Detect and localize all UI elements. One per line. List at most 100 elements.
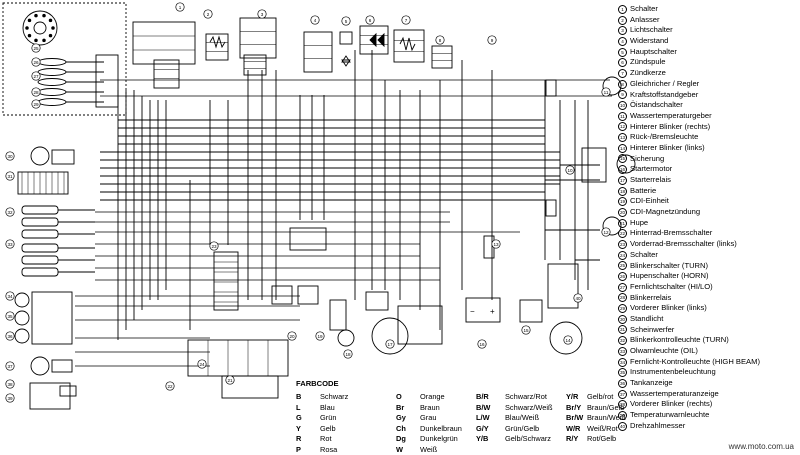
color-name: Grün/Gelb xyxy=(505,424,539,433)
front-turn-lamp xyxy=(31,357,49,375)
brake-switch xyxy=(272,286,292,304)
color-name: Schwarz/Rot xyxy=(505,392,547,401)
callout: 10 xyxy=(566,166,574,174)
callout: 23 xyxy=(210,242,218,250)
main-switch xyxy=(240,18,276,58)
color-code: O xyxy=(396,392,420,403)
legend-label: Vorderer Blinker (rechts) xyxy=(630,399,712,410)
callout: 8 xyxy=(436,36,444,44)
color-code: B/W xyxy=(476,403,505,414)
callout: 37 xyxy=(6,362,14,370)
legend-number: 16 xyxy=(618,165,627,174)
color-name: Weiß/Rot xyxy=(587,424,618,433)
legend-number: 18 xyxy=(618,187,627,196)
callout: 9 xyxy=(488,36,496,44)
callout: 2 xyxy=(204,10,212,18)
spark-plug-cap xyxy=(340,32,352,44)
callout-number: 26 xyxy=(33,60,39,65)
callout-number: 5 xyxy=(345,19,348,24)
legend-label: Startermotor xyxy=(630,164,672,175)
legend-label: Anlasser xyxy=(630,15,660,26)
legend-number: 14 xyxy=(618,144,627,153)
lamp-socket xyxy=(546,200,556,216)
inset-plug xyxy=(96,55,118,107)
inset-connector xyxy=(38,79,66,86)
magneto-coil xyxy=(35,39,38,42)
switch-block xyxy=(133,22,195,64)
magneto-coil xyxy=(49,34,52,37)
cdi-plug xyxy=(366,292,388,310)
magneto-coil xyxy=(49,19,52,22)
starter-bracket xyxy=(548,264,578,308)
color-code: Gy xyxy=(396,413,420,424)
legend-number: 15 xyxy=(618,154,627,163)
legend-number: 7 xyxy=(618,69,627,78)
battery-minus: − xyxy=(470,307,475,316)
legend-number: 26 xyxy=(618,272,627,281)
legend-number: 24 xyxy=(618,251,627,260)
legend-number: 3 xyxy=(618,26,627,35)
legend-label: Hauptschalter xyxy=(630,47,677,58)
callout: 18 xyxy=(344,350,352,358)
callout-number: 8 xyxy=(439,38,442,43)
legend-number: 32 xyxy=(618,336,627,345)
legend-number: 27 xyxy=(618,283,627,292)
cdi-magneto xyxy=(372,318,408,354)
legend-number: 1 xyxy=(618,5,627,14)
legend-label: Zündspule xyxy=(630,57,665,68)
legend-number: 4 xyxy=(618,37,627,46)
legend-number: 9 xyxy=(618,90,627,99)
callout-number: 16 xyxy=(479,342,485,347)
callout-number: 12 xyxy=(603,230,609,235)
callout-number: 27 xyxy=(33,74,39,79)
color-code-title: FARBCODE xyxy=(296,379,339,388)
callout-number: 18 xyxy=(345,352,351,357)
legend-label: Blinkerschalter (TURN) xyxy=(630,261,708,272)
callout-number: 21 xyxy=(227,378,233,383)
legend-number: 10 xyxy=(618,101,627,110)
fuse xyxy=(484,236,494,258)
color-name: Schwarz/Weiß xyxy=(505,403,553,412)
legend-label: Wassertemperaturanzeige xyxy=(630,389,719,400)
color-code: Br/W xyxy=(566,413,587,424)
legend-label: Starterrelais xyxy=(630,175,671,186)
legend-number: 21 xyxy=(618,219,627,228)
color-name: Schwarz xyxy=(320,392,348,401)
oil-level-switch xyxy=(432,46,452,68)
color-code: Y/R xyxy=(566,392,587,403)
callout-number: 14 xyxy=(565,338,571,343)
inset-connector xyxy=(38,69,66,76)
callout: 40 xyxy=(574,294,582,302)
indicator-bulb xyxy=(22,256,58,264)
callout-number: 29 xyxy=(33,102,39,107)
callout-number: 4 xyxy=(314,18,317,23)
legend-number: 2 xyxy=(618,16,627,25)
callout-number: 22 xyxy=(167,384,173,389)
legend-label: Sicherung xyxy=(630,154,664,165)
indicator-bulb xyxy=(22,230,58,238)
legend-number: 5 xyxy=(618,48,627,57)
color-name: Blau/Weiß xyxy=(505,413,539,422)
diode-symbol xyxy=(370,34,376,46)
color-code: Br/Y xyxy=(566,403,587,414)
legend-number: 34 xyxy=(618,358,627,367)
color-name: Braun/Weiß xyxy=(587,413,626,422)
color-name: Dunkelgrün xyxy=(420,434,458,443)
color-name: Braun/Gelb xyxy=(587,403,624,412)
